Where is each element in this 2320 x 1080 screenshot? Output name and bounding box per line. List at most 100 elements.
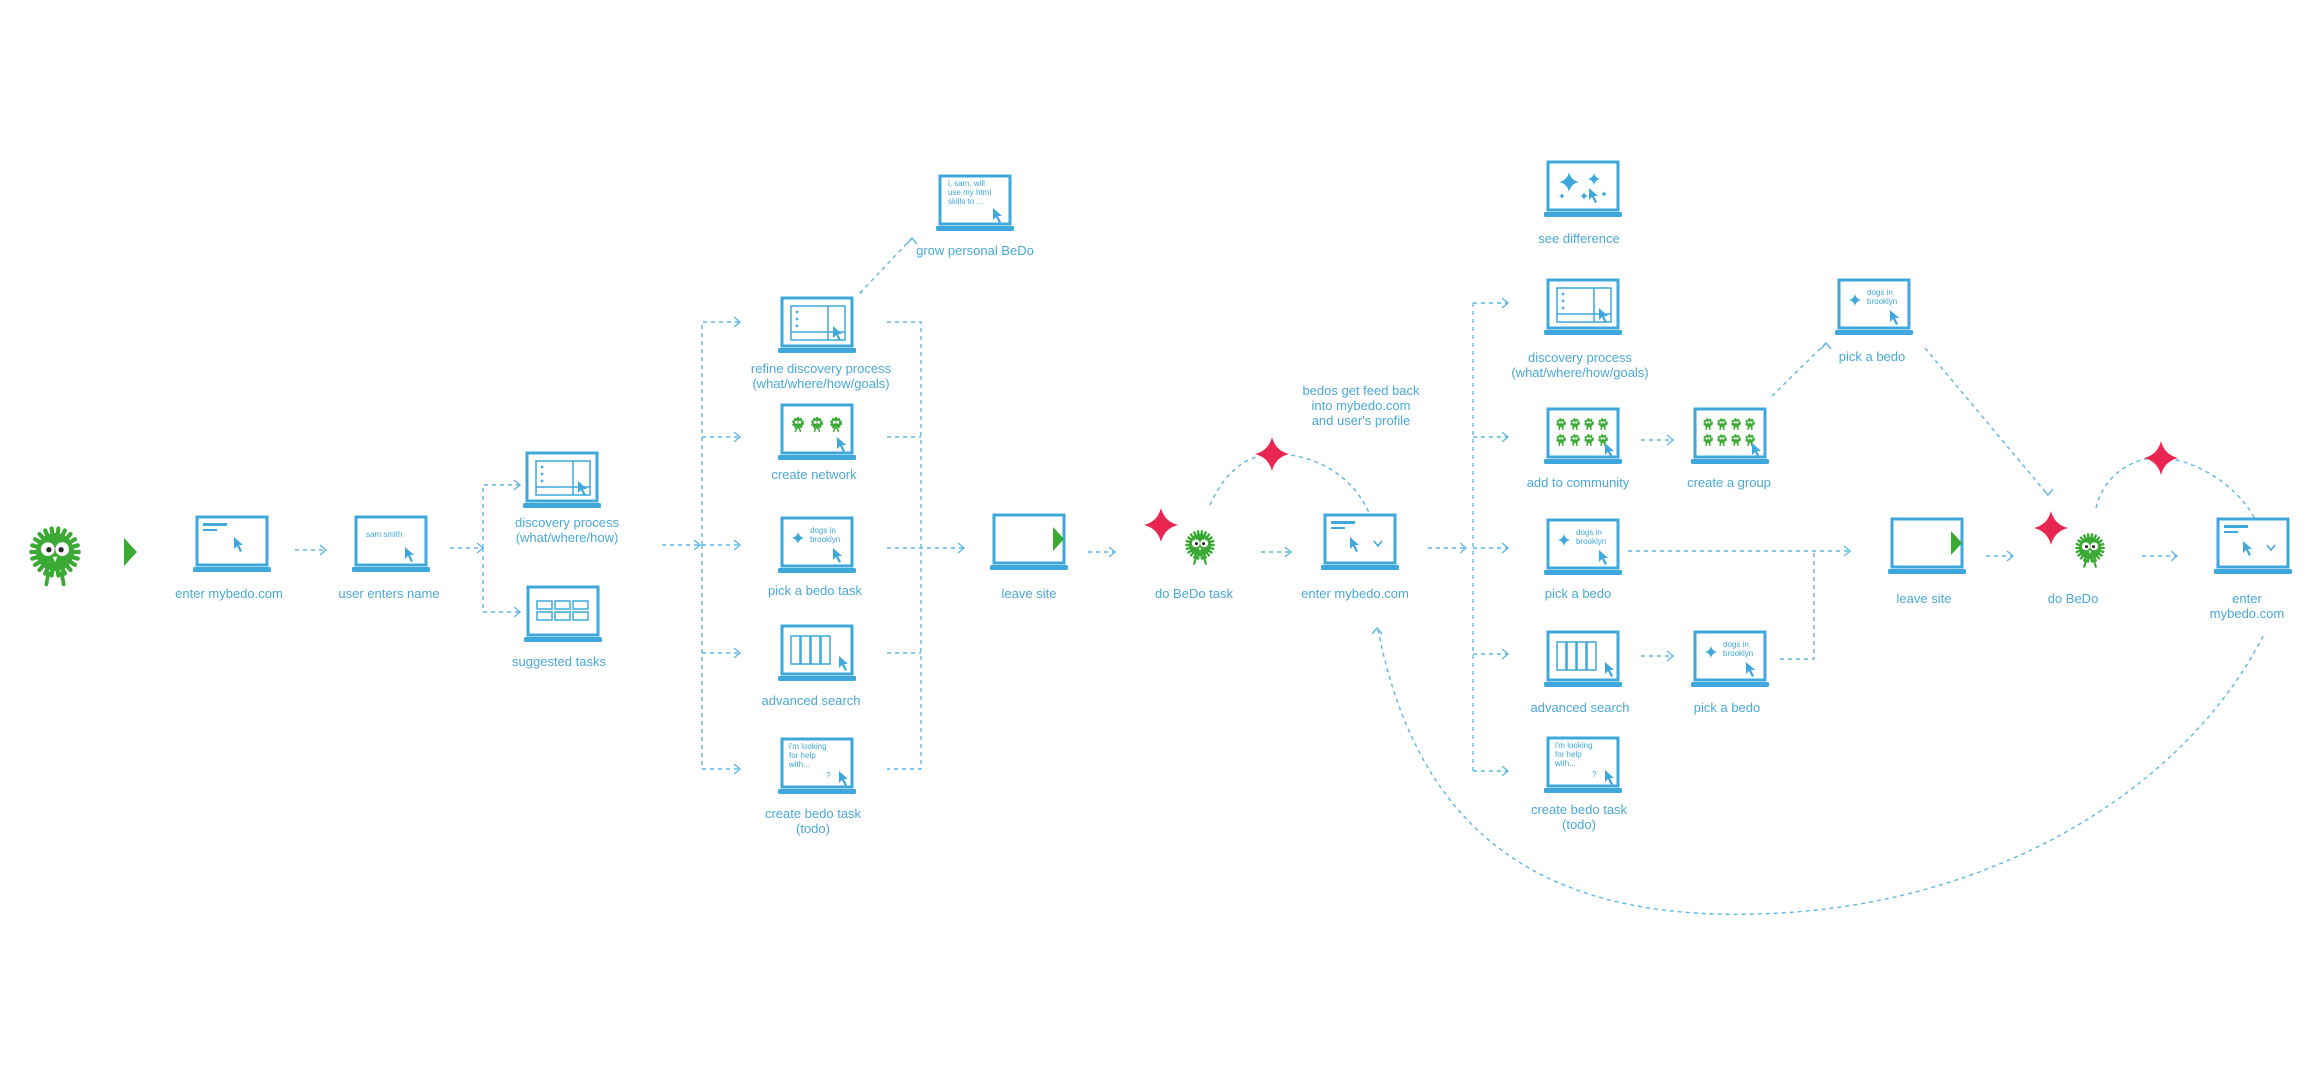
node-discovery-process-2[interactable] (1544, 278, 1622, 335)
cursor-icon (839, 656, 848, 671)
mini-mascot-icon (1598, 418, 1608, 428)
laptop-base (778, 789, 856, 794)
label-leave-site-1: leave site (1001, 586, 1057, 601)
cursor-icon (839, 771, 848, 786)
mini-mascot-icon (1703, 418, 1713, 428)
node-create-network[interactable] (778, 403, 856, 460)
mini-mascot-icon (1570, 434, 1580, 444)
sparkle-icon (1601, 191, 1607, 197)
arrow-head (1501, 297, 1510, 309)
cursor-icon (405, 547, 414, 562)
arrow-head (1501, 648, 1510, 660)
mini-mascot-icon (1717, 434, 1727, 444)
play-icon (1053, 527, 1064, 551)
arrow-head (1108, 546, 1117, 558)
node-create-group[interactable] (1691, 407, 1769, 464)
label-create-group: create a group (1687, 475, 1771, 490)
sparkle-icon (1560, 305, 1566, 311)
arrow-head (2006, 550, 2015, 562)
flow-connector (1771, 342, 1827, 397)
flow-connector (887, 321, 922, 770)
screen-text: with... (788, 760, 810, 769)
laptop-screen (780, 296, 854, 348)
laptop-base (1544, 212, 1622, 217)
laptop-base (778, 455, 856, 460)
sparkle-icon (794, 316, 800, 322)
laptop-base (1544, 682, 1622, 687)
laptop-base (193, 567, 271, 572)
laptop-base (1544, 788, 1622, 793)
flow-connector (482, 548, 520, 613)
laptop-base (523, 503, 601, 508)
node-advanced-search-1[interactable] (778, 624, 856, 681)
arrow-head (1666, 434, 1675, 446)
node-see-difference[interactable] (1544, 160, 1622, 217)
mini-mascot-icon (1584, 434, 1594, 444)
node-leave-site-2[interactable] (1888, 517, 1966, 574)
node-add-to-community[interactable] (1544, 407, 1622, 464)
laptop-screen (1323, 513, 1397, 565)
flow-connector (2095, 456, 2265, 553)
arrow-head (1843, 545, 1852, 557)
cursor-icon (578, 481, 587, 496)
arrow-head (2042, 488, 2054, 497)
flow-connector (1924, 347, 2049, 496)
mini-mascot-icon (1570, 418, 1580, 428)
node-enter-mybedo-3[interactable] (2214, 517, 2292, 574)
cursor-icon (1605, 770, 1614, 785)
spark-do-bedo-task (1144, 508, 1178, 542)
arrow-head (733, 316, 742, 328)
screen-text: i'm looking (1555, 741, 1593, 750)
laptop-screen (354, 515, 428, 567)
label-pick-bedo-task: pick a bedo task (768, 583, 862, 598)
node-enter-mybedo-1[interactable] (193, 515, 271, 572)
arrow-head (1459, 542, 1468, 554)
label-create-bedo-task-1: create bedo task (todo) (764, 806, 862, 836)
arrow-head (513, 479, 522, 491)
laptop-base (1835, 330, 1913, 335)
flow-connector (1209, 453, 1378, 549)
node-user-enters-name[interactable]: sam smith (352, 515, 430, 572)
node-advanced-search-2[interactable] (1544, 630, 1622, 687)
sparkle-icon (539, 478, 545, 484)
arrow-head (733, 539, 742, 551)
laptop-screen (780, 624, 854, 676)
arrow-head (1284, 546, 1293, 558)
sparkle-icon (1559, 193, 1565, 199)
mini-mascot-icon (1745, 434, 1755, 444)
label-refine-discovery: refine discovery process (what/where/how… (750, 361, 892, 391)
node-discovery-process-1[interactable] (523, 451, 601, 508)
cursor-icon (1605, 662, 1614, 677)
sparkle-icon (794, 323, 800, 329)
question-icon: ? (1592, 770, 1597, 779)
flow-connector (701, 321, 740, 545)
cursor-icon (1746, 662, 1755, 677)
laptop-screen (1546, 160, 1620, 212)
node-leave-site-1[interactable] (990, 513, 1068, 570)
laptop-screen (1546, 518, 1620, 570)
mini-mascot-icon (1598, 434, 1608, 444)
screen-text: i, sam, will (948, 179, 985, 188)
node-refine-discovery[interactable] (778, 296, 856, 353)
spark-do-bedo (2034, 511, 2068, 545)
laptop-base (1544, 330, 1622, 335)
node-suggested-tasks[interactable] (524, 585, 602, 642)
node-enter-mybedo-2[interactable] (1321, 513, 1399, 570)
laptop-base (1544, 459, 1622, 464)
spark-feedback (1255, 437, 1289, 471)
laptop-screen (526, 585, 600, 637)
screen-text: for help (1555, 750, 1582, 759)
label-user-enters-name: user enters name (338, 586, 440, 601)
screen-text: dogs in (1576, 528, 1602, 537)
screen-text: brooklyn (810, 535, 840, 544)
sparkle-icon (1588, 173, 1600, 185)
